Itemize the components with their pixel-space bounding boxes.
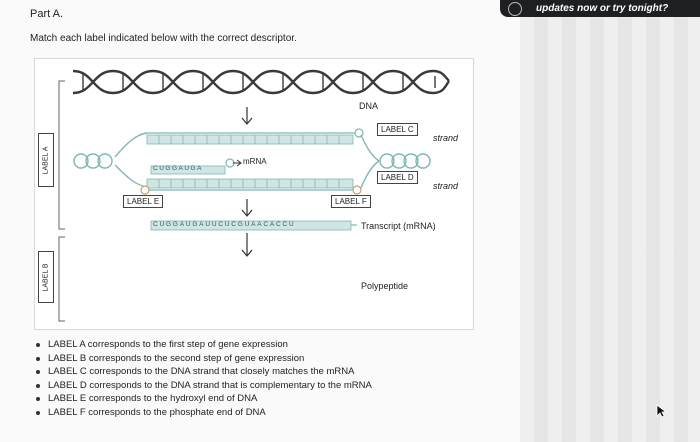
dna-helix (72, 69, 451, 95)
descriptor-item: LABEL E corresponds to the hydroxyl end … (34, 392, 372, 406)
transcript-strand (150, 220, 357, 231)
diagram-artwork (58, 69, 451, 322)
strand-top-label: strand (433, 133, 459, 143)
dna-rungs (82, 74, 436, 90)
part-title: Part A. (30, 8, 64, 20)
worksheet-panel: Part A. Match each label indicated below… (30, 8, 474, 420)
gene-expression-diagram: DNA LABEL A LABEL B LABEL C strand LABEL… (34, 58, 474, 330)
label-d[interactable]: LABEL D (377, 171, 418, 184)
descriptor-item: LABEL F corresponds to the phosphate end… (34, 406, 372, 420)
mrna-short (150, 158, 242, 175)
strand-bottom-label: strand (433, 181, 459, 191)
instruction-text: Match each label indicated below with th… (30, 33, 297, 44)
label-c[interactable]: LABEL C (377, 123, 418, 136)
label-b-text: LABEL B (42, 262, 50, 292)
transcript-label: Transcript (mRNA) (361, 221, 436, 231)
side-background (520, 0, 700, 442)
label-a-text: LABEL A (42, 146, 50, 174)
label-f[interactable]: LABEL F (331, 195, 371, 208)
descriptor-item: LABEL A corresponds to the first step of… (34, 338, 372, 352)
app-icon (508, 1, 522, 16)
bottom-strand (140, 178, 362, 195)
descriptor-item: LABEL D corresponds to the DNA strand th… (34, 379, 372, 393)
descriptor-item: LABEL B corresponds to the second step o… (34, 352, 372, 366)
label-e[interactable]: LABEL E (123, 195, 164, 208)
notification-text: updates now or try tonight? (536, 3, 669, 14)
top-strand (145, 128, 364, 145)
update-notification[interactable]: updates now or try tonight? (500, 0, 700, 17)
descriptor-list: LABEL A corresponds to the first step of… (34, 338, 372, 420)
mouse-pointer-icon (656, 404, 668, 418)
transcript-bases: CUGGAUGAUUCUCGUAACACCU (153, 221, 296, 228)
polypeptide-label: Polypeptide (361, 281, 409, 291)
label-a[interactable]: LABEL A (38, 133, 54, 187)
dna-label: DNA (359, 101, 379, 111)
descriptor-item: LABEL C corresponds to the DNA strand th… (34, 365, 372, 379)
mrna-bases: CUGGAUGA (153, 165, 203, 172)
mrna-label: mRNA (243, 157, 267, 166)
label-b[interactable]: LABEL B (38, 251, 54, 303)
